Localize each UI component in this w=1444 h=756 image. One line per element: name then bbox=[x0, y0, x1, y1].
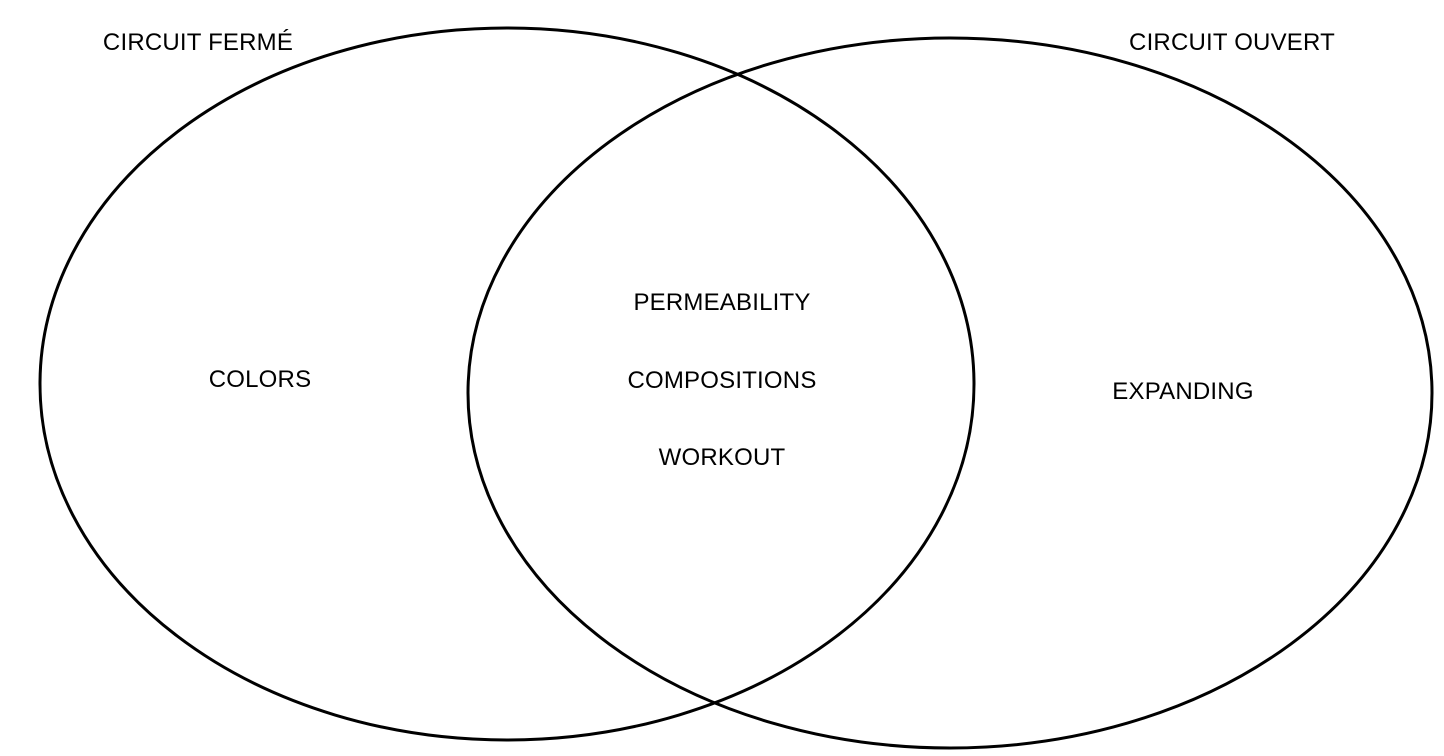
set-circle-circuit-ferme bbox=[38, 26, 976, 742]
set-title-circuit-ferme: CIRCUIT FERMÉ bbox=[102, 29, 294, 56]
item-colors: COLORS bbox=[208, 366, 312, 393]
item-permeability: PERMEABILITY bbox=[633, 289, 811, 316]
item-compositions: COMPOSITIONS bbox=[627, 367, 817, 394]
item-expanding: EXPANDING bbox=[1112, 378, 1254, 405]
item-workout: WORKOUT bbox=[658, 444, 786, 471]
set-title-circuit-ouvert: CIRCUIT OUVERT bbox=[1129, 29, 1335, 56]
set-circle-circuit-ouvert bbox=[466, 36, 1434, 750]
